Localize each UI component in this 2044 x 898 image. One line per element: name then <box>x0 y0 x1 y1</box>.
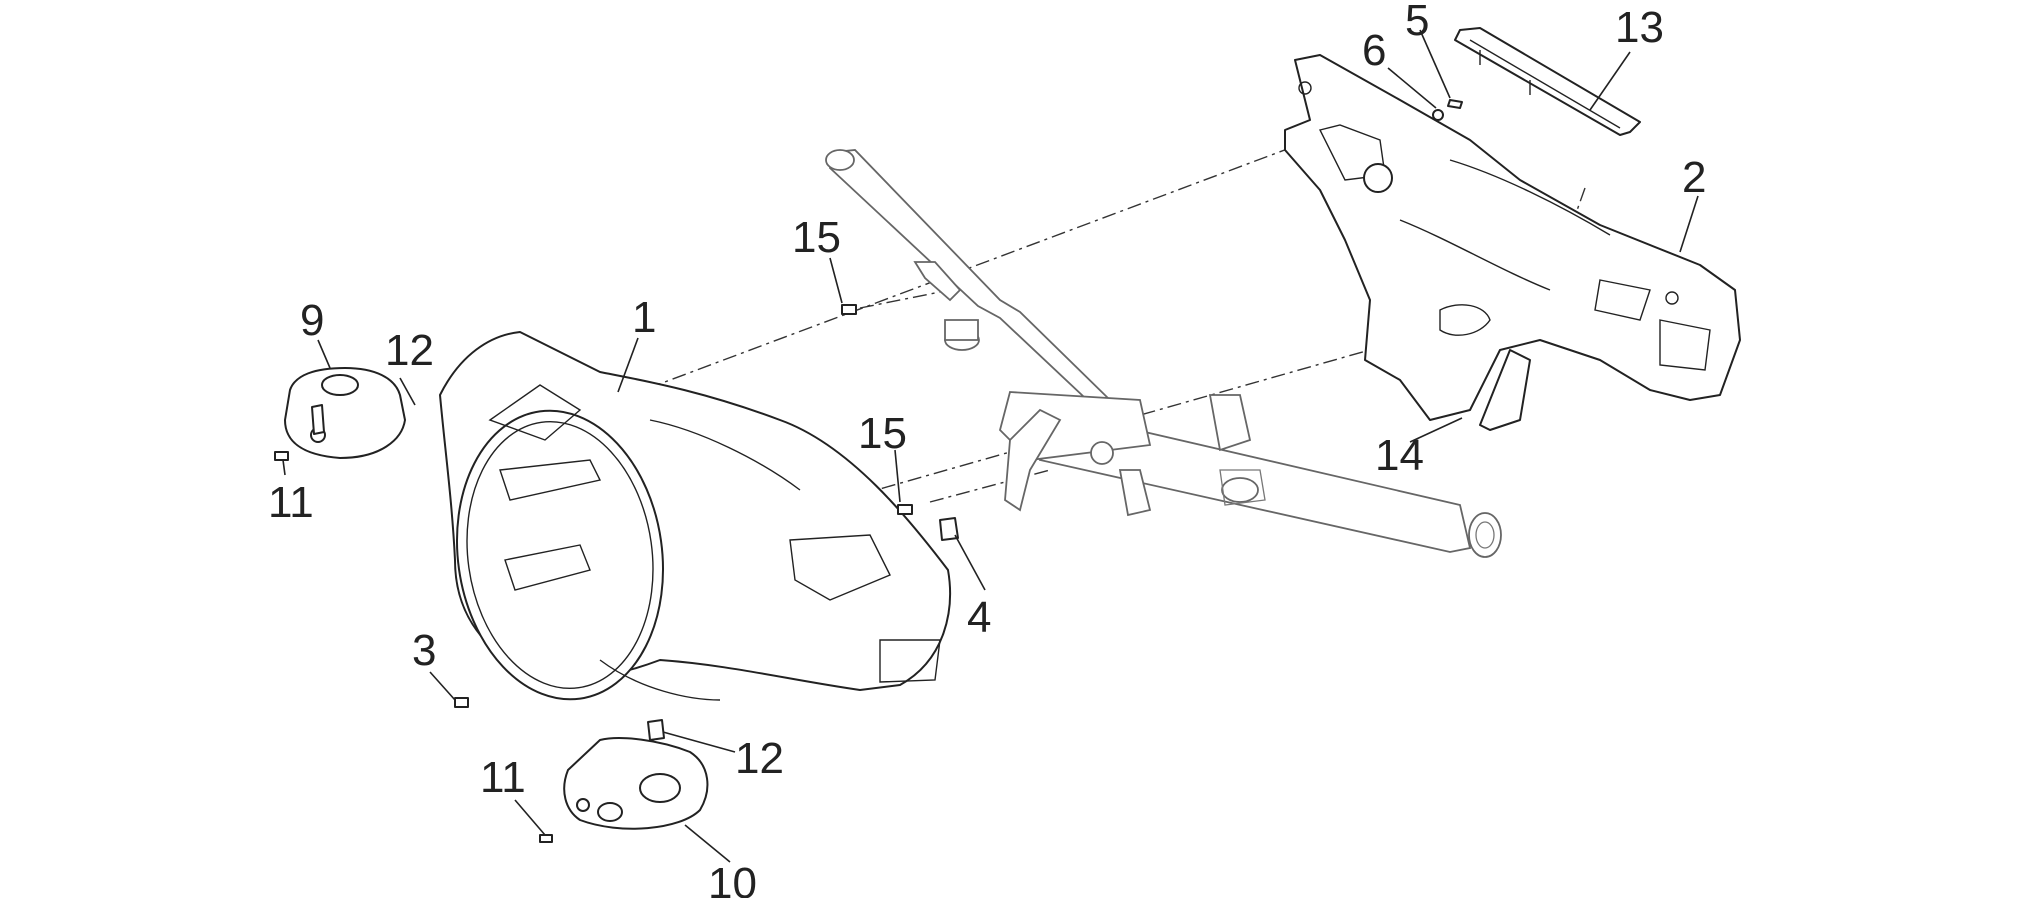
switch-housing-part-10 <box>563 737 709 830</box>
fasteners <box>274 99 1463 843</box>
callout-3: 3 <box>412 626 436 675</box>
handlebar-tube <box>825 149 1502 558</box>
callout-10: 10 <box>708 859 757 898</box>
front-cover-part-1 <box>439 331 951 701</box>
callout-6: 6 <box>1362 26 1386 75</box>
callout-15-middle: 15 <box>858 409 907 458</box>
callout-14: 14 <box>1375 431 1424 480</box>
switch-housing-part-9 <box>284 367 406 459</box>
callout-11-top: 11 <box>268 478 314 527</box>
callout-2: 2 <box>1682 153 1706 202</box>
callout-12-bottom: 12 <box>735 734 784 783</box>
callout-9: 9 <box>300 296 324 345</box>
callout-labels: 1 2 3 4 5 6 9 10 11 11 12 12 13 14 15 15 <box>268 0 1706 898</box>
callout-1: 1 <box>632 293 656 342</box>
callout-13: 13 <box>1615 3 1664 52</box>
callout-15-top: 15 <box>792 213 841 262</box>
callout-5: 5 <box>1405 0 1429 45</box>
trim-strip-part-13 <box>1454 27 1641 136</box>
callout-12-top: 12 <box>385 326 434 375</box>
callout-4: 4 <box>967 593 991 642</box>
rear-cover-part-2 <box>1284 54 1741 431</box>
leader-lines <box>282 29 1699 863</box>
callout-11-bottom: 11 <box>480 753 526 802</box>
